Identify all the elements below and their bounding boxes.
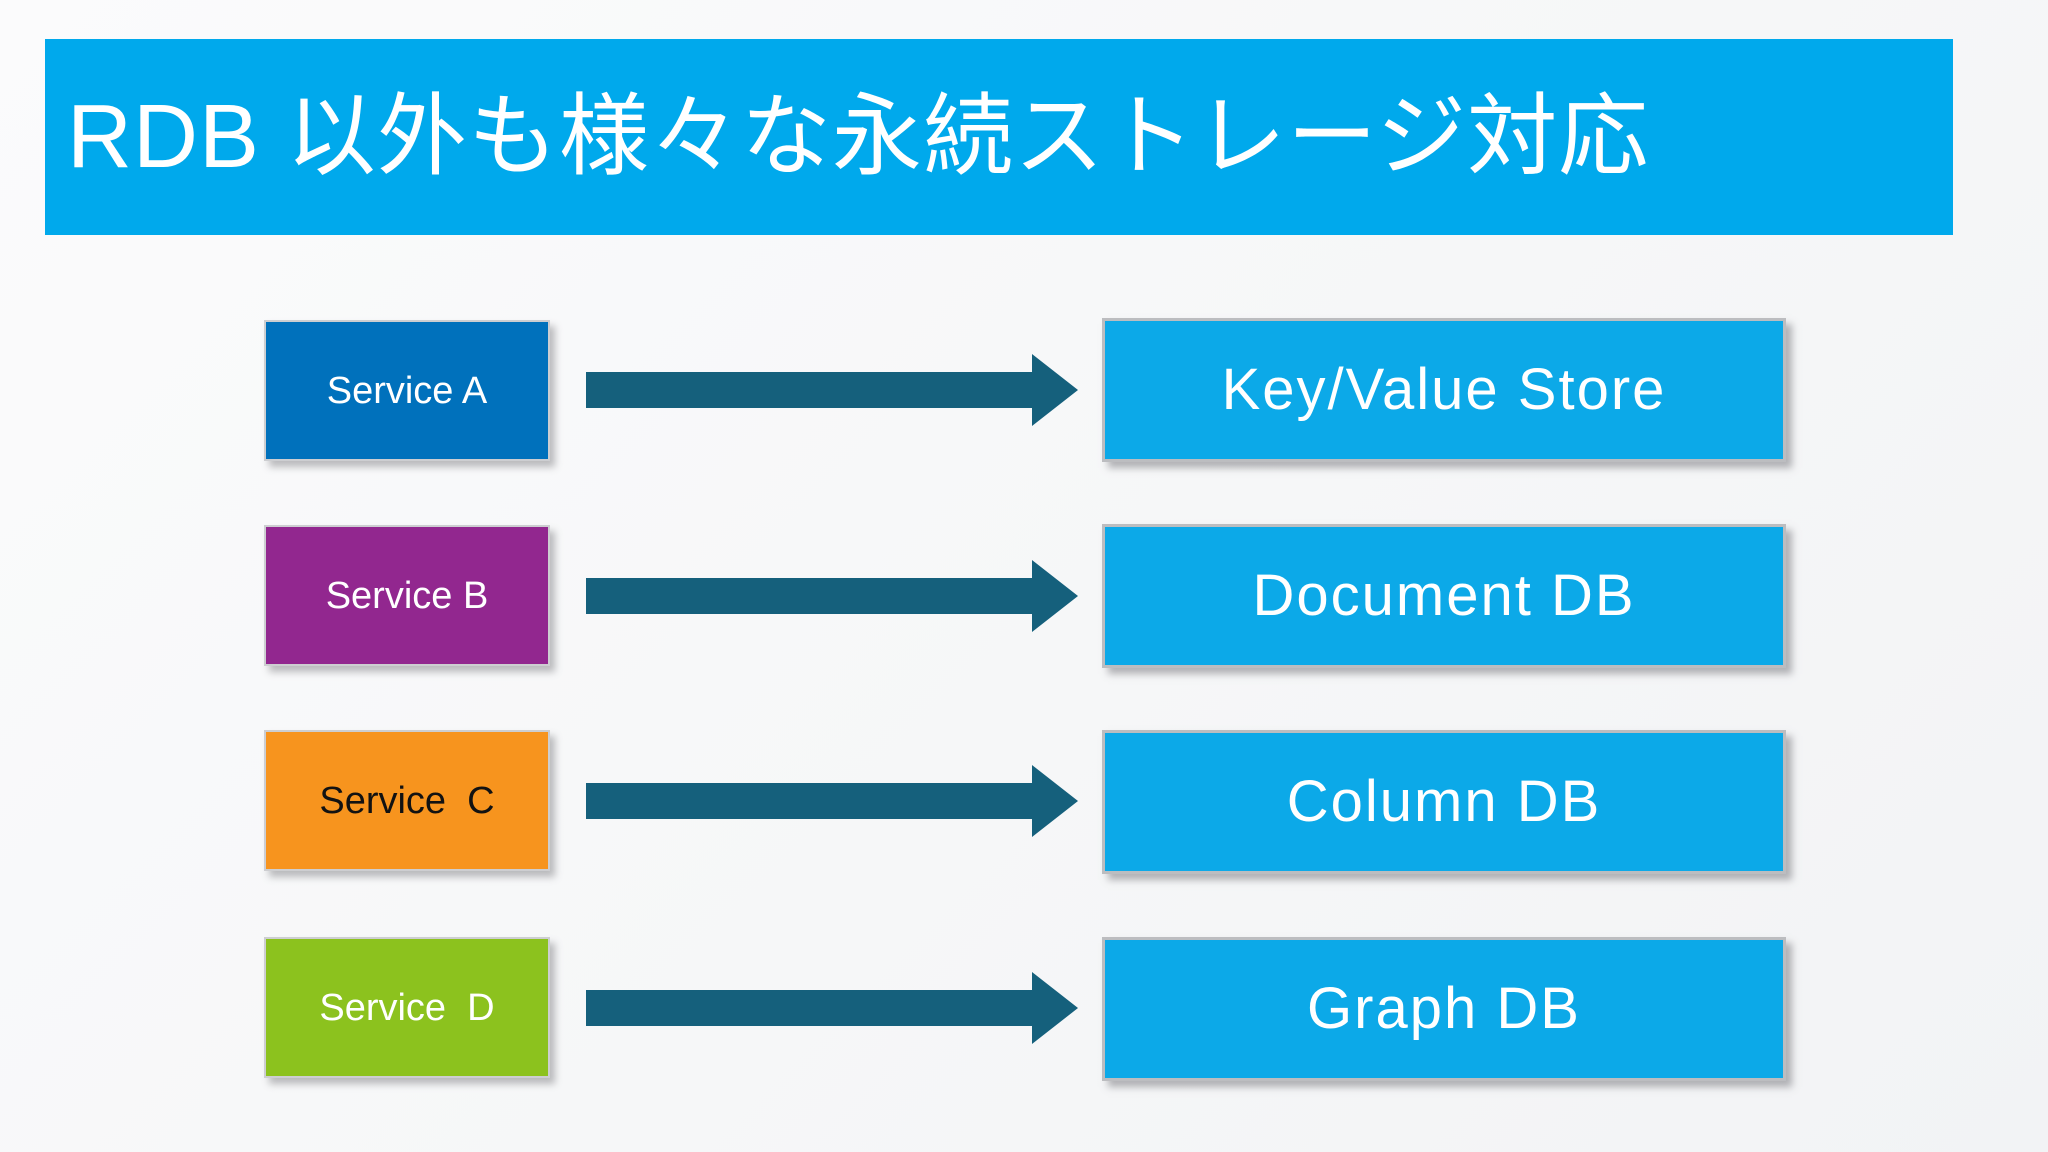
title-banner: RDB 以外も様々な永続ストレージ対応 [45, 39, 1953, 235]
service-c-box: Service C [264, 730, 550, 871]
service-b-box: Service B [264, 525, 550, 666]
service-b-label: Service B [325, 574, 489, 617]
service-a-box: Service A [264, 320, 550, 461]
arrow-service-d-to-graph-db [586, 972, 1078, 1044]
graph-db-label: Graph DB [1307, 976, 1581, 1041]
arrow-service-b-to-document-db [586, 560, 1078, 632]
service-c-label: Service C [319, 779, 495, 822]
document-db-box: Document DB [1102, 524, 1786, 668]
key-value-store-box: Key/Value Store [1102, 318, 1786, 462]
slide-title: RDB 以外も様々な永続ストレージ対応 [67, 87, 1650, 187]
service-a-label: Service A [326, 369, 488, 412]
column-db-box: Column DB [1102, 730, 1786, 874]
service-d-box: Service D [264, 937, 550, 1078]
arrow-service-a-to-key-value-store [586, 354, 1078, 426]
column-db-label: Column DB [1286, 769, 1602, 834]
arrow-service-c-to-column-db [586, 765, 1078, 837]
graph-db-box: Graph DB [1102, 937, 1786, 1081]
document-db-label: Document DB [1252, 563, 1636, 628]
key-value-store-label: Key/Value Store [1221, 357, 1667, 422]
service-d-label: Service D [319, 986, 495, 1029]
